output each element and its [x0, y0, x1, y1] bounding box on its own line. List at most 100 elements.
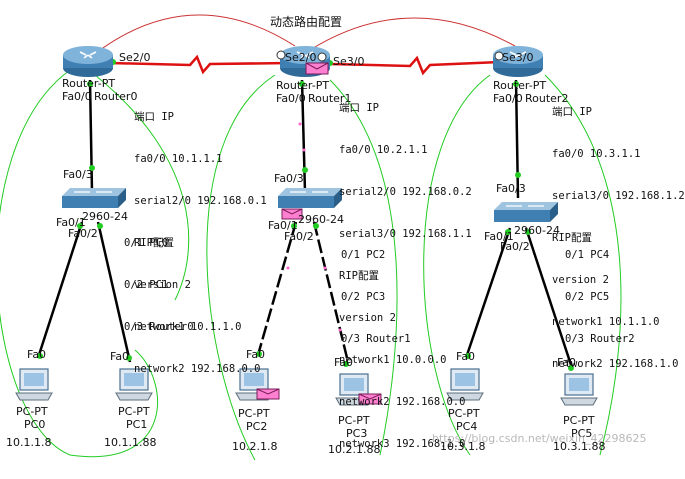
area-outline-4: [329, 79, 398, 456]
diagram-title: 动态路由配置: [270, 15, 343, 29]
pc0-name: PC0: [24, 418, 46, 431]
port-label-r1-se3: Se3/0: [333, 55, 365, 68]
config-line: network2 192.168.1.0: [552, 358, 679, 370]
pc4-ip: 10.3.1.8: [440, 440, 486, 453]
eth-link-sw0-pc1[interactable]: [96, 221, 132, 363]
switch0-label: 2960-24: [82, 210, 128, 223]
router-icon[interactable]: [63, 46, 113, 77]
router-config-block: 端口 IP fa0/0 10.3.1.1 serial3/0 192.168.1…: [552, 77, 685, 399]
pc5-ip: 10.3.1.88: [553, 440, 606, 453]
pc2-name: PC2: [246, 420, 268, 433]
network-topology-canvas: 动态路由配置 Se2/0 Router-PT Fa0/0 Router0 Se2…: [0, 14, 685, 461]
pc3-ip: 10.2.1.88: [328, 443, 381, 456]
mapping-line: 0/2 PC5: [565, 291, 610, 303]
router0-label: Router-PT: [62, 77, 116, 90]
area-outline-5: [423, 74, 491, 456]
router-icon[interactable]: [493, 46, 543, 77]
watermark: https://blog.csdn.net/weixin_42298625: [432, 432, 647, 445]
port-label-r0-se2: Se2/0: [119, 51, 151, 64]
router1-name: Router1: [308, 92, 352, 105]
eth-link-sw1-pc3[interactable]: [312, 221, 350, 363]
pc0-type: PC-PT: [16, 405, 48, 418]
annotation-curve-left: [99, 14, 296, 51]
switch-icon[interactable]: [494, 202, 558, 222]
port-label-r0-fa0: Fa0/0: [62, 90, 92, 103]
pc-icon[interactable]: [115, 368, 153, 401]
mapping-line: 0/2 PC3: [341, 291, 386, 303]
port-label-r1-se2: Se2/0: [285, 51, 317, 64]
config-line: serial2/0 192.168.0.1: [134, 195, 267, 207]
switch1-label: 2960-24: [298, 213, 344, 226]
config-line: network2 192.168.0.0: [134, 363, 261, 375]
pc1-ip: 10.1.1.88: [104, 436, 157, 449]
clock-icon: [276, 50, 504, 62]
pc3-name: PC3: [346, 427, 368, 440]
eth-link-sw2-pc5[interactable]: [524, 227, 574, 369]
eth-link-sw0-pc0[interactable]: [36, 221, 84, 359]
mapping-line: 0/1 PC2: [341, 249, 386, 261]
area-outline-2: [94, 74, 190, 301]
config-line: network1 10.1.1.0: [552, 316, 660, 328]
topology-links: [0, 14, 622, 461]
pc5-type: PC-PT: [563, 414, 595, 427]
router2-name: Router2: [525, 92, 569, 105]
port-label-r2-fa0: Fa0/0: [493, 92, 523, 105]
config-line: serial3/0 192.168.1.1: [339, 228, 472, 240]
mapping-line: 0/1 PC4: [565, 249, 610, 261]
config-line: serial3/0 192.168.1.2: [552, 190, 685, 202]
eth-link-r2-sw2[interactable]: [514, 79, 520, 199]
serial-link-r0-r1[interactable]: [109, 54, 291, 75]
port-label-sw1-fa1: Fa0/1: [268, 219, 298, 232]
port-label-r2-se3: Se3/0: [502, 51, 534, 64]
switch2-label: 2960-24: [514, 224, 560, 237]
switch-port-mapping: 0/1 PC2 0/2 PC3 0/3 Router1: [341, 220, 411, 374]
port-label-pc5: Fa0: [557, 356, 577, 369]
config-line: network1 10.1.1.0: [134, 321, 242, 333]
config-line: RIP配置: [552, 232, 592, 244]
serial-link-r1-r2[interactable]: [329, 55, 501, 76]
pdu-path-markers: [286, 122, 342, 332]
mapping-line: 0/3 Router1: [341, 333, 411, 345]
router-config-block: 端口 IP fa0/0 10.1.1.1 serial2/0 192.168.0…: [134, 82, 267, 404]
pc-icon[interactable]: [15, 368, 53, 401]
port-label-pc3: Fa0: [334, 356, 354, 369]
config-line: RIP配置: [339, 270, 379, 282]
eth-link-r0-sw0[interactable]: [88, 79, 94, 193]
config-line: 端口 IP: [552, 106, 592, 118]
router-config-block: 端口 IP fa0/0 10.2.1.1 serial2/0 192.168.0…: [339, 73, 472, 479]
mapping-line: 0/1 PC0: [124, 237, 169, 249]
port-label-sw2-fa3: Fa0/3: [496, 182, 526, 195]
port-label-r1-fa0: Fa0/0: [276, 92, 306, 105]
area-outline-1: [0, 69, 158, 458]
eth-link-r1-sw1[interactable]: [300, 79, 307, 193]
pc4-name: PC4: [456, 420, 478, 433]
switch-icon[interactable]: [278, 188, 342, 208]
pc-icon[interactable]: [560, 373, 598, 406]
pc0-ip: 10.1.1.8: [6, 436, 52, 449]
config-line: fa0/0 10.2.1.1: [339, 144, 428, 156]
config-line: version 2: [339, 312, 396, 324]
config-line: version 2: [134, 279, 191, 291]
router1-label: Router-PT: [276, 79, 330, 92]
port-label-sw1-fa2: Fa0/2: [284, 230, 314, 243]
router0-name: Router0: [94, 90, 138, 103]
eth-link-sw1-pc2[interactable]: [256, 221, 298, 356]
port-label-pc0: Fa0: [27, 348, 47, 361]
pc4-type: PC-PT: [448, 407, 480, 420]
pc2-type: PC-PT: [238, 407, 270, 420]
pc5-name: PC5: [571, 427, 593, 440]
router2-label: Router-PT: [493, 79, 547, 92]
mapping-line: 0/2 PC1: [124, 279, 169, 291]
port-label-pc2: Fa0: [246, 348, 266, 361]
port-label-sw0-fa2: Fa0/2: [68, 227, 98, 240]
switch-icon[interactable]: [62, 188, 126, 208]
port-label-pc1: Fa0: [110, 350, 130, 363]
pc1-name: PC1: [126, 418, 148, 431]
config-line: 端口 IP: [339, 102, 379, 114]
pc-icon[interactable]: [446, 368, 484, 401]
pc1-type: PC-PT: [118, 405, 150, 418]
config-line: serial2/0 192.168.0.2: [339, 186, 472, 198]
eth-link-sw2-pc4[interactable]: [465, 227, 512, 356]
pc3-type: PC-PT: [338, 414, 370, 427]
mapping-line: 0/3 Router0: [124, 321, 194, 333]
